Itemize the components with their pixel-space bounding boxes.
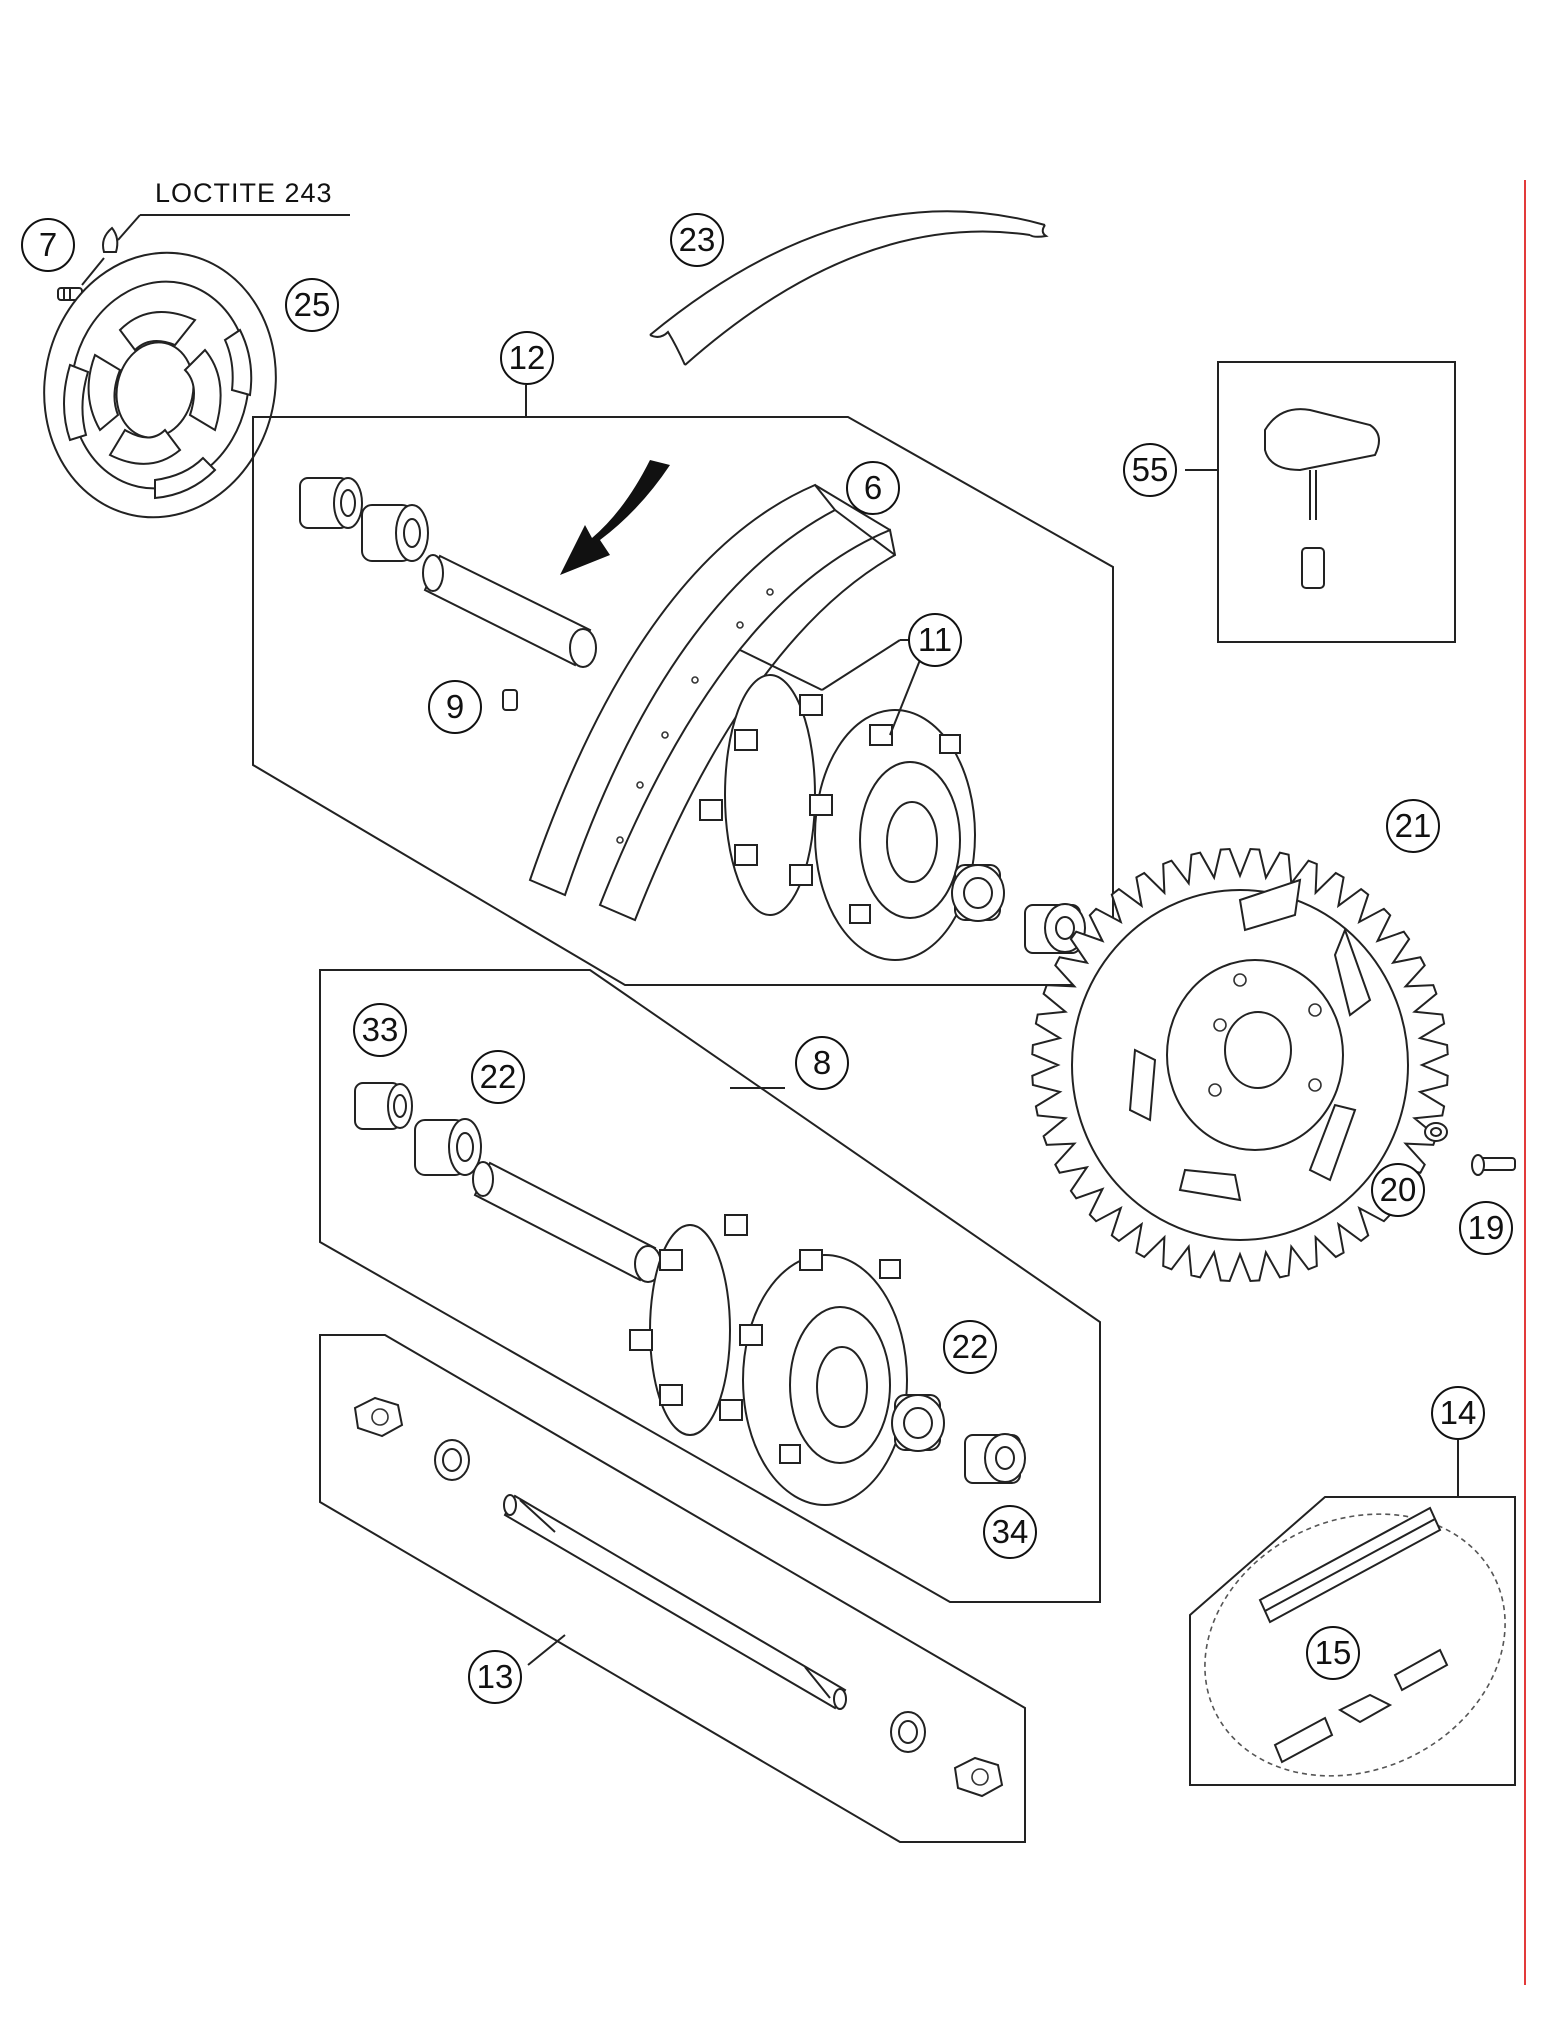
rim	[528, 483, 897, 922]
callout-group: 7 25 23 12 6 55 9 11 21 33 22 8 20 19 22 34 14 15 13	[21, 213, 1513, 1704]
bearing-right	[951, 864, 1005, 922]
callout-number: 20	[1380, 1171, 1417, 1208]
callout-8: 8	[795, 1036, 849, 1090]
callout-21: 21	[1386, 799, 1440, 853]
valve-nut	[1301, 547, 1325, 589]
callout-20: 20	[1371, 1163, 1425, 1217]
axle-washer-right	[890, 1711, 926, 1753]
callout-22: 22	[471, 1050, 525, 1104]
callout-number: 22	[952, 1328, 989, 1365]
callout-circle	[1371, 1163, 1425, 1217]
loctite-note: LOCTITE 243	[81, 178, 350, 286]
callout-circle	[1306, 1626, 1360, 1680]
chain-loop	[1204, 1513, 1506, 1777]
chain-link-right	[1393, 1648, 1449, 1692]
callout-number: 13	[477, 1658, 514, 1695]
axle	[503, 1494, 847, 1710]
axle-nut-right	[953, 1756, 1004, 1798]
callout-19: 19	[1459, 1201, 1513, 1255]
nut-20	[1424, 1122, 1448, 1142]
wheel-spacer-left	[299, 477, 363, 529]
callout-circle	[795, 1036, 849, 1090]
callout-circle	[983, 1505, 1037, 1559]
callout-number: 34	[992, 1513, 1029, 1550]
callout-22: 22	[943, 1320, 997, 1374]
callout-13: 13	[468, 1650, 522, 1704]
callout-23: 23	[670, 213, 724, 267]
bearing-left	[361, 504, 429, 562]
callout-34: 34	[983, 1505, 1037, 1559]
callout-circle	[471, 1050, 525, 1104]
valve-cap	[1264, 408, 1380, 520]
callout-number: 25	[294, 286, 331, 323]
callout-number: 6	[864, 469, 882, 506]
wheel-spacer-right	[1024, 903, 1086, 954]
callout-number: 7	[39, 226, 57, 263]
callout-circle	[908, 613, 962, 667]
callout-circle	[1459, 1201, 1513, 1255]
callout-number: 33	[362, 1011, 399, 1048]
axle-washer-left	[434, 1439, 470, 1481]
callout-number: 23	[679, 221, 716, 258]
callout-number: 55	[1132, 451, 1169, 488]
spacer-33	[354, 1082, 413, 1130]
callout-33: 33	[353, 1003, 407, 1057]
callout-circle	[468, 1650, 522, 1704]
loctite-label: LOCTITE 243	[155, 178, 333, 208]
bearing-22-right	[891, 1394, 945, 1452]
hub	[629, 1214, 908, 1506]
callout-circle	[285, 278, 339, 332]
callout-6: 6	[846, 461, 900, 515]
callout-15: 15	[1306, 1626, 1360, 1680]
callout-11: 11	[908, 613, 962, 667]
callout-number: 14	[1440, 1394, 1477, 1431]
callout-7: 7	[21, 218, 75, 272]
callout-number: 21	[1395, 807, 1432, 844]
chain-box-outline	[1189, 1496, 1516, 1786]
sprocket	[1031, 847, 1449, 1283]
rotation-arrow	[560, 460, 670, 575]
nipple-9	[502, 689, 518, 711]
axle-nut-left	[353, 1396, 404, 1438]
callout-circle	[1386, 799, 1440, 853]
valve-box	[1217, 361, 1456, 643]
axle-assembly-outline	[319, 1334, 1026, 1843]
callout-number: 15	[1315, 1634, 1352, 1671]
callout-number: 9	[446, 688, 464, 725]
spacer-34	[964, 1433, 1026, 1484]
callout-55: 55	[1123, 443, 1177, 497]
callout-circle	[500, 331, 554, 385]
rim-tape	[649, 210, 1049, 366]
leader-13	[527, 1634, 566, 1666]
callout-number: 8	[813, 1044, 831, 1081]
chain-link-left	[1273, 1716, 1334, 1764]
chain-segment	[1258, 1506, 1442, 1624]
callout-number: 12	[509, 339, 546, 376]
callout-circle	[1431, 1386, 1485, 1440]
callout-circle	[21, 218, 75, 272]
callout-number: 19	[1468, 1209, 1505, 1246]
callout-circle	[846, 461, 900, 515]
distance-tube	[422, 554, 597, 668]
bolt-19	[1471, 1154, 1516, 1176]
wheel-hub	[699, 674, 976, 961]
hub-tube	[472, 1161, 662, 1283]
callout-number: 11	[918, 621, 952, 658]
callout-circle	[670, 213, 724, 267]
brake-disc	[43, 251, 277, 519]
callout-9: 9	[428, 680, 482, 734]
bearing-22-left	[414, 1118, 482, 1176]
callout-circle	[1123, 443, 1177, 497]
callout-14: 14	[1431, 1386, 1485, 1440]
screw-7	[57, 287, 83, 301]
callout-circle	[353, 1003, 407, 1057]
master-link-15	[1337, 1693, 1393, 1724]
callout-number: 22	[480, 1058, 517, 1095]
callout-circle	[943, 1320, 997, 1374]
callout-circle	[428, 680, 482, 734]
callout-12: 12	[500, 331, 554, 385]
hub-assembly-outline	[319, 969, 1101, 1603]
callout-25: 25	[285, 278, 339, 332]
